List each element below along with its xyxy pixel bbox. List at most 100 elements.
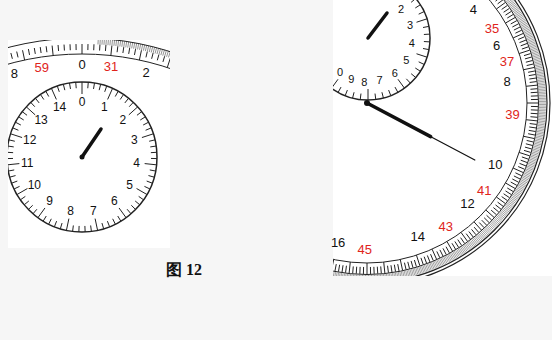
dial-tick: [524, 54, 531, 56]
dial-tick: [515, 30, 521, 33]
dial-tick: [431, 254, 434, 260]
dial-tick: [384, 262, 385, 273]
dial-rim: [333, 0, 550, 276]
dial-tick: [359, 267, 360, 274]
knurl-stroke: [403, 271, 404, 276]
dial-tick: [443, 248, 446, 254]
minute-dial-tick: [9, 140, 15, 141]
knurl-stroke: [539, 96, 546, 97]
knurl-stroke: [535, 139, 542, 140]
minute-dial-rim: [333, 0, 430, 100]
knurl-stroke: [457, 250, 461, 256]
knurl-stroke: [539, 93, 546, 94]
knurl-stroke: [522, 178, 528, 181]
knurl-stroke: [140, 44, 141, 50]
minute-dial-tick: [137, 189, 147, 195]
minute-dial-tick: [398, 79, 404, 88]
minute-dial-tick: [144, 186, 149, 189]
minute-dial-tick: [419, 62, 424, 65]
dial-tick: [496, 0, 501, 1]
dial-tick: [518, 37, 524, 40]
dial-number: 0: [79, 96, 86, 108]
knurl-stroke: [536, 133, 543, 134]
dial-tick: [70, 44, 71, 50]
minute-dial-tick: [54, 221, 56, 227]
minute-dial-tick: [139, 196, 144, 199]
dial-tick: [472, 229, 476, 234]
minute-dial-tick: [395, 87, 398, 92]
knurl-stroke: [512, 7, 518, 11]
minute-dial-tick: [82, 82, 83, 94]
knurl-stroke: [149, 46, 150, 52]
knurl-stroke: [444, 257, 447, 263]
minute-dial-tick: [107, 221, 109, 227]
knurl-stroke: [539, 109, 546, 110]
knurl-stroke: [539, 107, 546, 108]
dial-tick: [356, 267, 357, 274]
dial-tick: [515, 173, 521, 176]
knurl-stroke: [458, 249, 462, 255]
minute-dial-tick: [8, 170, 14, 171]
knurl-stroke: [538, 88, 545, 90]
dial-tick: [11, 53, 12, 59]
knurl-stroke: [514, 193, 520, 197]
dial-tick: [524, 136, 535, 138]
dial-tick: [139, 50, 141, 60]
dial-tick: [529, 78, 536, 79]
dial-tick: [469, 232, 473, 237]
dial-tick: [514, 176, 520, 179]
knurl-stroke: [371, 275, 372, 276]
dial-tick: [404, 263, 406, 270]
knurl-stroke: [400, 272, 401, 276]
dial-number: 5: [126, 179, 133, 191]
knurl-stroke: [386, 274, 388, 276]
knurl-stroke: [109, 40, 111, 45]
knurl-stroke: [536, 134, 543, 135]
dial-tick: [466, 234, 470, 240]
knurl-stroke: [345, 274, 347, 276]
knurl-stroke: [450, 253, 453, 259]
dial-tick: [129, 48, 130, 54]
minute-dial-tick: [129, 107, 138, 115]
knurl-stroke: [105, 40, 107, 45]
minute-dial-tick: [151, 152, 157, 153]
knurl-stroke: [517, 15, 523, 18]
knurl-stroke: [454, 251, 458, 257]
knurl-stroke: [374, 275, 375, 276]
dial-rim: [333, 0, 527, 263]
dial-tick: [524, 67, 535, 69]
dial-number: 12: [23, 134, 36, 146]
minute-dial-tick: [51, 88, 56, 99]
knurl-stroke: [377, 275, 378, 276]
minute-dial-tick: [353, 92, 354, 98]
knurl-stroke: [113, 40, 115, 46]
minute-dial-tick: [129, 102, 133, 106]
minute-dial-tick: [57, 86, 59, 92]
knurl-stroke: [339, 273, 340, 276]
dial-tick: [338, 265, 339, 272]
dial-tick: [52, 46, 53, 56]
minute-dial-tick: [99, 84, 100, 90]
knurl-stroke: [537, 77, 544, 78]
knurl-stroke: [392, 273, 393, 276]
dial-tick: [531, 95, 538, 96]
dial-tick: [458, 240, 462, 246]
left-dial-detail: [8, 40, 170, 248]
minute-dial-tick: [148, 176, 154, 178]
dial-number: 59: [35, 61, 49, 74]
minute-dial-tick: [127, 209, 131, 214]
right-dial-detail: [333, 0, 550, 276]
dial-number: 37: [500, 55, 514, 68]
dial-tick: [506, 183, 516, 189]
minute-dial-tick: [66, 219, 68, 231]
knurl-stroke: [394, 273, 395, 276]
minute-dial-tick: [35, 98, 39, 103]
knurl-stroke: [153, 47, 154, 53]
minute-dial-tick: [146, 128, 152, 130]
minute-dial-tick: [137, 112, 142, 116]
knurl-stroke: [401, 272, 402, 276]
minute-dial-tick: [119, 208, 126, 218]
dial-tick: [511, 182, 517, 185]
dial-tick: [432, 249, 436, 259]
dial-tick: [531, 92, 538, 93]
